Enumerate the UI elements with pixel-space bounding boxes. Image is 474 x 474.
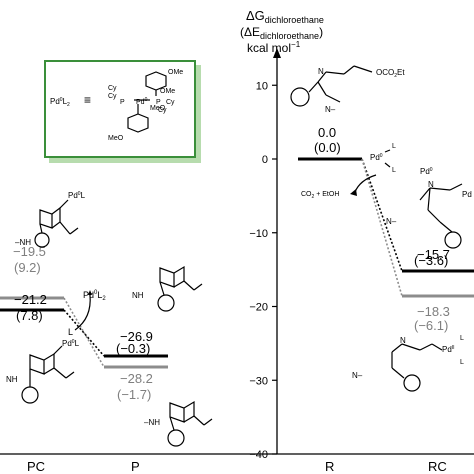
- r-de: (0.0): [314, 140, 341, 155]
- byproduct-label: CO2 + EtOH: [301, 191, 339, 200]
- pc-black-de: (7.8): [16, 308, 43, 323]
- pc-top-pd-label: Pd0L: [68, 191, 86, 200]
- pc-black-dg: −21.2: [14, 292, 47, 307]
- rc-bottom-nh-label: N–: [352, 371, 363, 380]
- axis-arrow-icon: [273, 48, 281, 58]
- pd-approach-l2: L: [392, 167, 396, 174]
- structure-p-bottom: [167, 400, 213, 447]
- legend-cy-4: Cy: [158, 107, 167, 114]
- r-n-label: N: [318, 67, 324, 76]
- structure-pc-bottom: [21, 345, 75, 404]
- legend-box: Pd0L2 ≡ OMe OMe MeO MeO Cy Cy Cy Cy P P …: [44, 60, 196, 158]
- rc-top-pd-label: Pd0: [420, 167, 433, 176]
- structure-rc-top: [419, 183, 463, 249]
- energy-levels: [0, 157, 474, 369]
- y-ticks: 10 0 −10 −20 −30 −40: [249, 80, 277, 461]
- connector-r-rc-gray: [361, 158, 403, 297]
- x-labels: PC P R RC: [27, 459, 447, 474]
- legend-structure: Pd0L2 ≡ OMe OMe MeO MeO Cy Cy Cy Cy P P …: [50, 69, 183, 142]
- legend-p-1: P: [120, 99, 125, 106]
- structure-p-top: [157, 265, 203, 312]
- rc-bottom-l2: L: [460, 359, 464, 366]
- connector-r-rc-black: [361, 158, 403, 272]
- l-label: L: [68, 327, 73, 337]
- pc-bottom-nh-label: NH: [6, 375, 18, 384]
- legend-ome-1: OMe: [168, 69, 183, 76]
- rc-top-n-label: N: [428, 180, 434, 189]
- svg-text:ΔGdichloroethane: ΔGdichloroethane: [246, 8, 324, 25]
- x-label-rc: RC: [428, 459, 447, 474]
- axis-label-de: (ΔE: [240, 25, 260, 39]
- legend-cy-1: Cy: [108, 85, 117, 92]
- y-tick-label: −40: [249, 449, 268, 461]
- y-tick-label: 10: [256, 80, 268, 92]
- legend-cy-2: Cy: [108, 93, 117, 100]
- pd-approach-label: Pd0: [370, 153, 383, 162]
- pc-gray-dg: −19.5: [13, 244, 46, 259]
- axis-unit: kcal mol: [247, 41, 291, 55]
- arrow-left-head-icon: [88, 290, 92, 295]
- axis-unit-sup: −1: [291, 40, 301, 49]
- axis-label-de-end: ): [319, 25, 323, 39]
- connector-pc-p-gray: [63, 297, 105, 368]
- right-values: 0.0 (0.0) −15.7 (−3.6) −18.3 (−6.1) CO2 …: [301, 125, 450, 333]
- axis-title: ΔGdichloroethane (ΔEdichloroethane) kcal…: [240, 8, 324, 55]
- p-top-nh-label: NH: [132, 291, 144, 300]
- axis-label-dg-sub: dichloroethane: [265, 15, 324, 25]
- rc-top-pd2-label: Pd: [462, 190, 472, 199]
- structure-rc-bottom: [391, 343, 443, 392]
- x-label-r: R: [325, 459, 334, 474]
- legend-meo-1: MeO: [150, 105, 166, 112]
- legend-ome-2: OMe: [160, 88, 175, 95]
- r-nh-label: N–: [325, 105, 336, 114]
- legend-pd-center: Pd0: [136, 97, 148, 106]
- legend-meo-2: MeO: [108, 135, 124, 142]
- rc-bottom-pd-label: PdII: [442, 345, 455, 354]
- r-dg: 0.0: [318, 125, 336, 140]
- p-black-dg: −26.9: [120, 329, 153, 344]
- byproduct-arrow-head-icon: [350, 189, 357, 196]
- y-tick-label: −20: [249, 302, 268, 314]
- svg-text:(ΔEdichloroethane): (ΔEdichloroethane): [240, 25, 323, 41]
- left-values: −19.5 (9.2) −21.2 (7.8) −26.9 (−0.3) −28…: [13, 244, 153, 402]
- rc-gray-dg: −18.3: [417, 304, 450, 319]
- p-gray-de: (−1.7): [117, 387, 151, 402]
- rc-top-nh-label: N–: [386, 217, 397, 226]
- legend-equiv: ≡: [84, 93, 91, 107]
- rc-gray-de: (−6.1): [414, 318, 448, 333]
- axis-label-dg: ΔG: [246, 8, 265, 23]
- axis-label-de-sub: dichloroethane: [260, 31, 319, 41]
- pc-bottom-pd-label: Pd0L: [62, 339, 80, 348]
- p-black-de: (−0.3): [116, 341, 150, 356]
- structure-r: [290, 65, 373, 107]
- p-gray-dg: −28.2: [120, 371, 153, 386]
- svg-text:kcal mol−1: kcal mol−1: [247, 40, 301, 55]
- pc-top-nh-label: –NH: [15, 238, 31, 247]
- p-bottom-nh-label: –NH: [144, 418, 160, 427]
- x-label-p: P: [131, 459, 140, 474]
- pd-approach-l1: L: [392, 143, 396, 150]
- legend-pd-label: Pd0L2: [50, 97, 70, 108]
- rc-bottom-n-label: N: [400, 336, 406, 345]
- y-tick-label: −30: [249, 375, 268, 387]
- y-tick-label: 0: [262, 154, 268, 166]
- legend-p-2: P: [156, 99, 161, 106]
- rc-black-de: (−3.6): [414, 253, 448, 268]
- rc-bottom-l1: L: [460, 335, 464, 342]
- pdl2-label: Pd0L2: [83, 290, 106, 302]
- rc-black-dg: −15.7: [417, 247, 450, 262]
- arrow-left-curve: [74, 294, 91, 331]
- pc-gray-de: (9.2): [14, 260, 41, 275]
- x-label-pc: PC: [27, 459, 45, 474]
- structure-pc-top: [34, 199, 79, 248]
- legend-cy-3: Cy: [166, 99, 175, 106]
- y-tick-label: −10: [249, 228, 268, 240]
- r-group-label: OCO2Et: [376, 68, 405, 79]
